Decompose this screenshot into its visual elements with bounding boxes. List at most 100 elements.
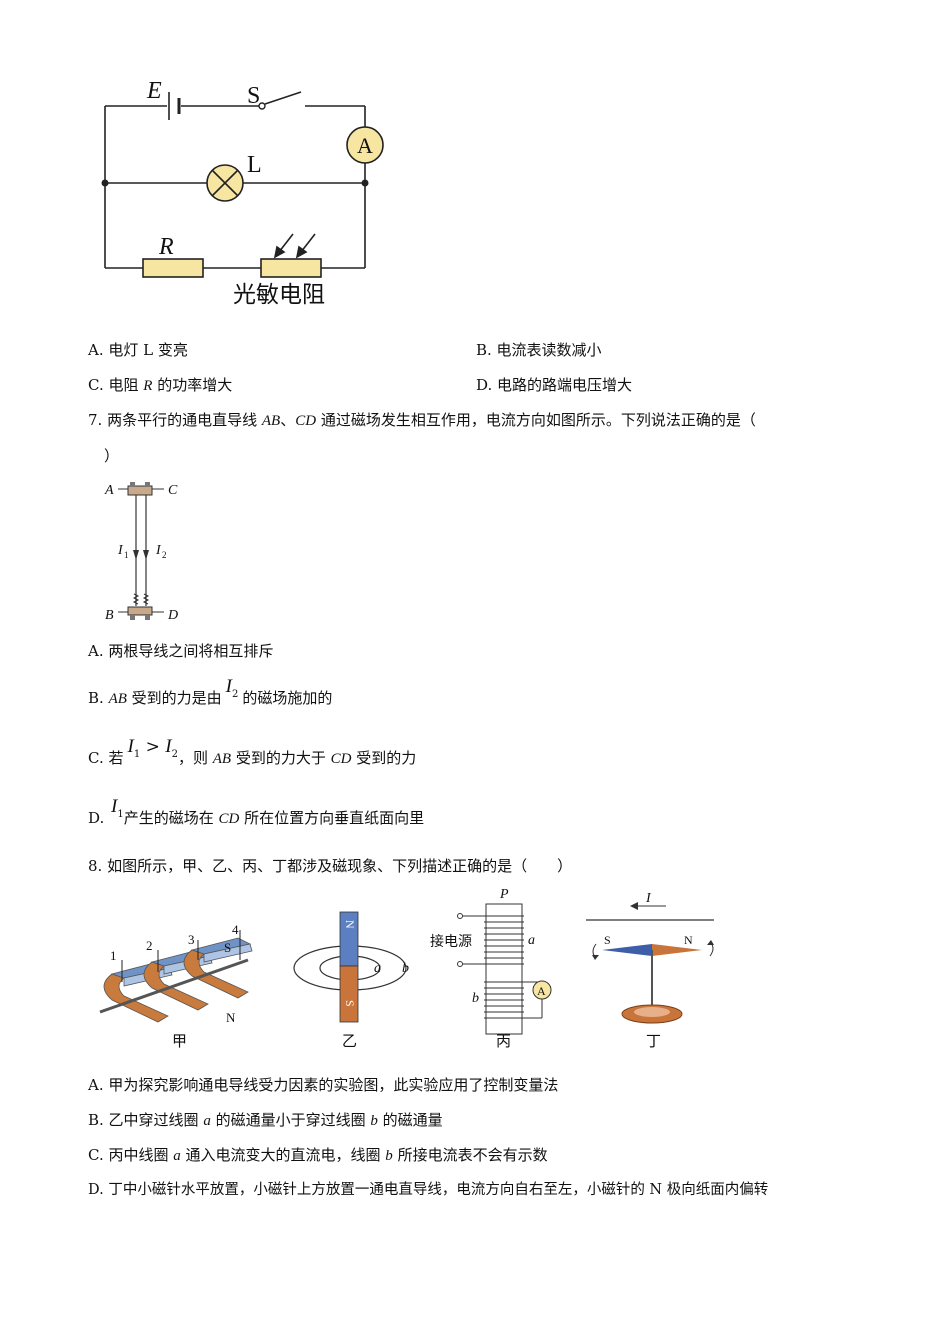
option-6b: B. 电流表读数减小 — [476, 341, 602, 359]
option-8c: C. 丙中线圈 a 通入电流变大的直流电，线圈 b 所接电流表不会有示数 — [88, 1145, 548, 1166]
bing-label-power: 接电源 — [430, 933, 472, 950]
q7b-current: I — [225, 676, 232, 697]
caption-jia: 甲 — [172, 1032, 187, 1050]
current-arrow-i2 — [143, 550, 149, 560]
label-i2-sub: 2 — [162, 550, 167, 560]
option-8b: B. 乙中穿过线圈 a 的磁通量小于穿过线圈 b 的磁通量 — [88, 1110, 443, 1131]
q7d-suffix: 所在位置方向垂直纸面向里 — [239, 809, 425, 827]
q7c-ab: AB — [212, 751, 232, 767]
circuit-diagram: E S A L R 光敏电阻 — [101, 78, 384, 308]
q7-stem-ab: AB — [261, 413, 281, 429]
jia-label-1: 1 — [110, 948, 117, 963]
q7c-gt: > — [140, 737, 166, 757]
label-b: B — [105, 608, 114, 623]
q7b-prefix: B. — [88, 689, 109, 707]
lamp-icon — [206, 164, 244, 202]
q8b-b: b — [370, 1113, 378, 1129]
resistor-icon — [142, 258, 204, 278]
q7-stem-num: 7. 两条平行的通电直导线 — [88, 411, 262, 429]
q7c-prefix: C. 若 — [88, 749, 124, 767]
bing-label-a: a — [528, 933, 535, 948]
option-6c-prefix: C. 电阻 — [88, 376, 144, 394]
photoresistor-icon — [260, 258, 322, 278]
light-arrow-icon — [273, 233, 316, 259]
option-6c-suffix: 的功率增大 — [152, 376, 233, 394]
junction-dot — [101, 179, 109, 187]
junction-dot — [361, 179, 369, 187]
ding-label-i: I — [645, 891, 652, 906]
q7c-suffix: 受到的力 — [351, 749, 417, 767]
figure-bing: A P 接电源 a b 丙 — [430, 887, 552, 1050]
q7c-i2: I — [165, 736, 172, 757]
caption-bing: 丙 — [496, 1032, 511, 1050]
q7d-cd: CD — [218, 811, 240, 827]
q7-stem-sep: 、 — [280, 411, 296, 429]
q7d-current-sub: 1 — [117, 809, 124, 820]
q7b-mid: 受到的力是由 — [126, 689, 222, 707]
q8b-suffix: 的磁通量 — [377, 1111, 443, 1129]
q8c-b: b — [385, 1148, 393, 1164]
label-photoresistor: 光敏电阻 — [233, 282, 325, 308]
jia-label-4: 4 — [232, 922, 239, 937]
ding-label-n: N — [684, 933, 693, 947]
q7c-mid: ，则 — [177, 749, 213, 767]
top-clamp — [127, 485, 153, 496]
current-arrow-i1 — [133, 550, 139, 560]
spring-coil — [142, 593, 150, 605]
switch-contact — [258, 102, 266, 110]
magnet-icon — [183, 937, 253, 999]
q7c-i1: I — [127, 736, 134, 757]
caption-ding: 丁 — [646, 1032, 661, 1050]
yi-label-b: b — [402, 961, 409, 976]
needle-s — [602, 944, 652, 956]
option-8a: A. 甲为探究影响通电导线受力因素的实验图，此实验应用了控制变量法 — [88, 1076, 559, 1094]
iron-core — [485, 903, 523, 1035]
caption-yi: 乙 — [342, 1032, 357, 1050]
label-ammeter: A — [357, 133, 373, 158]
terminal-dot — [457, 961, 463, 967]
bottom-clamp — [127, 606, 153, 616]
magnet-figures: 1 2 3 4 S N 甲 N S a b 乙 — [99, 887, 714, 1050]
q7b-current-sub: 2 — [232, 689, 239, 700]
figure-jia: 1 2 3 4 S N 甲 — [99, 922, 253, 1050]
q8c-mid: 通入电流变大的直流电，线圈 — [180, 1146, 386, 1164]
yi-label-n: N — [343, 920, 357, 929]
option-6c-var: R — [143, 378, 153, 394]
option-6d: D. 电路的路端电压增大 — [476, 376, 633, 394]
option-7a: A. 两根导线之间将相互排斥 — [88, 642, 274, 660]
question-7-close: ） — [104, 447, 120, 465]
option-7d: D. I1产生的磁场在 CD 所在位置方向垂直纸面向里 — [88, 797, 425, 831]
jia-label-s: S — [224, 940, 231, 955]
bing-label-b: b — [472, 991, 479, 1006]
q8b-a: a — [203, 1113, 211, 1129]
jia-label-2: 2 — [146, 938, 153, 953]
q8c-a: a — [173, 1148, 181, 1164]
q7d-prefix: D. — [88, 809, 110, 827]
q7b-suffix: 的磁场施加的 — [242, 689, 333, 707]
jia-label-n: N — [226, 1010, 236, 1025]
parallel-wires-diagram: A C B D I 1 I 2 — [104, 482, 178, 623]
q7b-ab: AB — [108, 691, 127, 707]
figure-yi: N S a b 乙 — [293, 911, 409, 1050]
ammeter-icon — [346, 126, 384, 164]
q8b-mid: 的磁通量小于穿过线圈 — [210, 1111, 371, 1129]
q7c-cd: CD — [330, 751, 352, 767]
label-emf: E — [146, 78, 162, 104]
option-6c: C. 电阻 R 的功率增大 — [88, 375, 232, 396]
label-a: A — [104, 483, 114, 498]
q8b-prefix: B. 乙中穿过线圈 — [88, 1111, 204, 1129]
q7c-mid2: 受到的力大于 — [231, 749, 331, 767]
question-8-stem: 8. 如图所示，甲、乙、丙、丁都涉及磁现象、下列描述正确的是（ ） — [88, 857, 573, 875]
q7d-current: I — [111, 796, 118, 817]
figure-ding: I S N 丁 — [586, 891, 714, 1050]
q8c-prefix: C. 丙中线圈 — [88, 1146, 174, 1164]
q7c-i1-sub: 1 — [133, 749, 141, 760]
option-7c: C. 若I1 > I2，则 AB 受到的力大于 CD 受到的力 — [88, 737, 417, 771]
q8c-suffix: 所接电流表不会有示数 — [392, 1146, 548, 1164]
q7-stem-cd: CD — [295, 413, 317, 429]
q7d-mid: 产生的磁场在 — [123, 809, 219, 827]
option-6a: A. 电灯 L 变亮 — [88, 341, 188, 359]
label-lamp: L — [247, 152, 262, 178]
label-resistor: R — [158, 234, 174, 260]
